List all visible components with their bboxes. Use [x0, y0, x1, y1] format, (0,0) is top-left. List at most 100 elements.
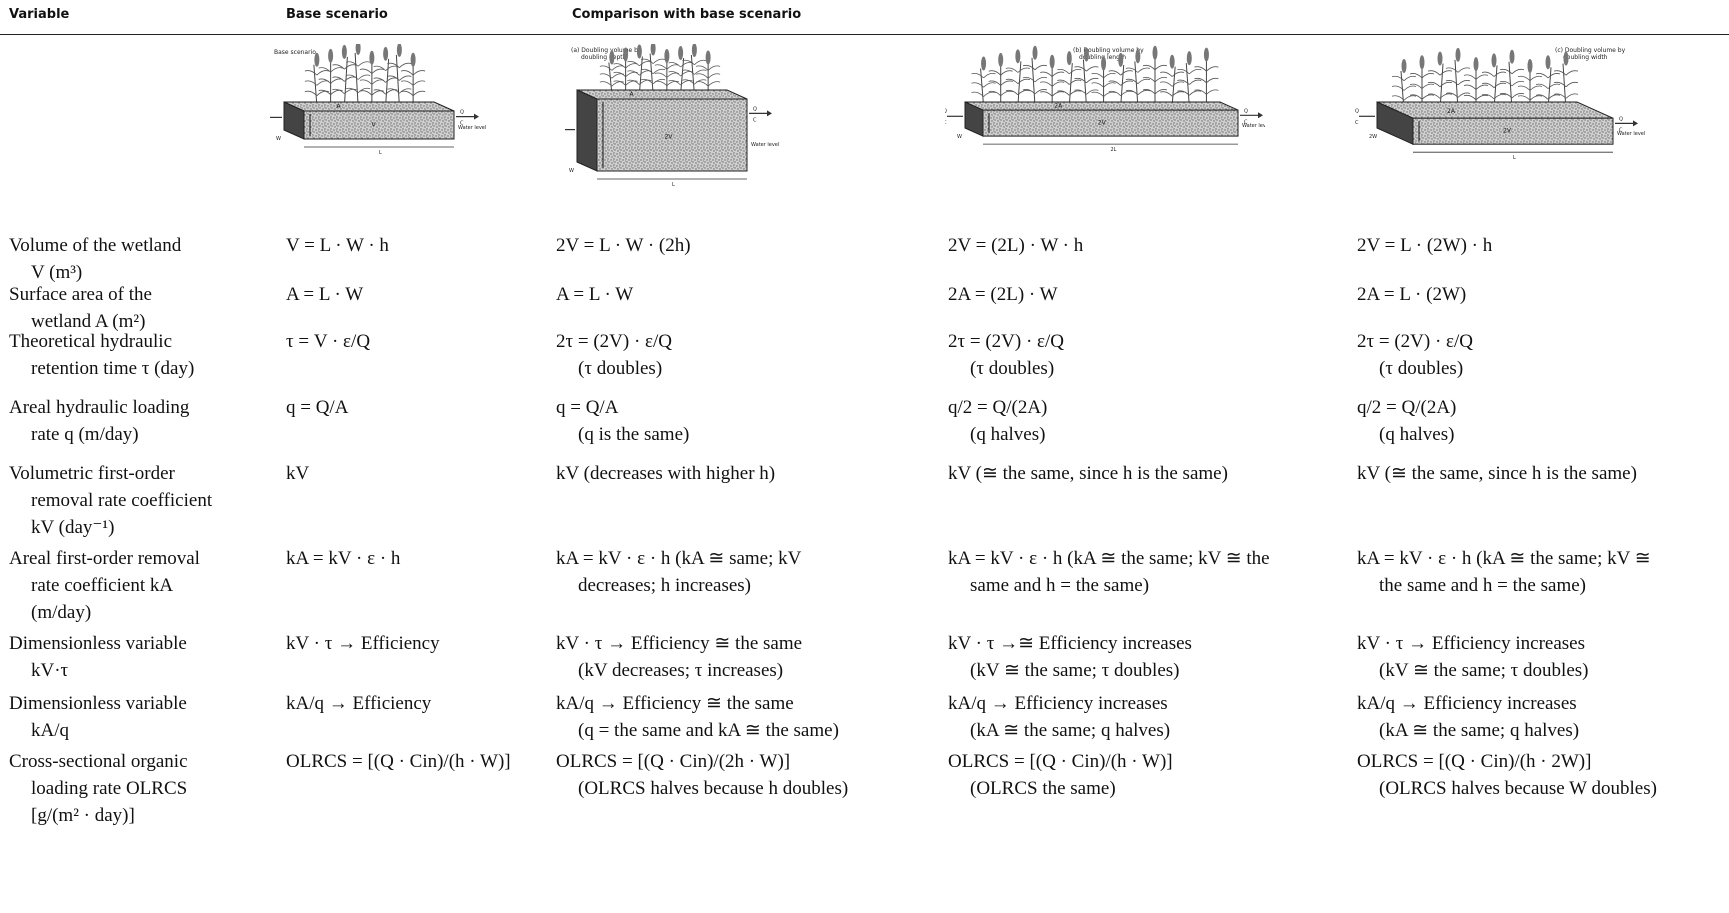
cell-line: kA/q	[31, 720, 69, 741]
cell-a-row-8: kA/q → Efficiency ≅ the same (q = the sam…	[556, 690, 839, 744]
cell-variable-row-4: Areal hydraulic loading rate q (m/day)	[9, 394, 189, 448]
svg-text:L: L	[379, 150, 382, 156]
cell-line: rate q (m/day)	[31, 424, 139, 445]
header-variable: Variable	[9, 7, 70, 22]
svg-text:W: W	[957, 134, 962, 140]
cell-base-row-6: kA = kV · ε · h	[286, 545, 400, 572]
cell-line: (kV decreases; τ increases)	[578, 660, 784, 681]
svg-text:C: C	[1355, 120, 1359, 126]
cell-b-row-3: 2τ = (2V) · ε/Q(τ doubles)	[948, 328, 1064, 382]
cell-variable-row-2: Surface area of the wetland A (m²)	[9, 281, 152, 335]
cell-line: (OLRCS halves because h doubles)	[578, 778, 849, 799]
cell-line: OLRCS = [(Q · Cin)/(2h · W)]	[556, 751, 791, 772]
cell-a-row-7: kV · τ → Efficiency ≅ the same(kV decrea…	[556, 630, 802, 684]
header-base-scenario: Base scenario	[286, 7, 388, 22]
cell-c-row-3: 2τ = (2V) · ε/Q(τ doubles)	[1357, 328, 1473, 382]
svg-text:Water level: Water level	[751, 142, 779, 148]
cell-line: Areal hydraulic loading	[9, 397, 190, 418]
cell-line: kV (decreases with higher h)	[556, 463, 776, 484]
cell-line: kA/q → Efficiency ≅ the same	[556, 693, 794, 714]
svg-text:(b) Doubling volume by: (b) Doubling volume by	[1073, 47, 1144, 54]
cell-base-row-1: V = L · W · h	[286, 232, 389, 259]
cell-line: kV · τ →≅ Efficiency increases	[948, 633, 1192, 654]
cell-line: V = L · W · h	[286, 235, 389, 256]
cell-line: kA/q → Efficiency increases	[1357, 693, 1577, 714]
cell-line: A = L · W	[286, 284, 364, 305]
cell-line: kV · τ → Efficiency increases	[1357, 633, 1585, 654]
cell-line: 2V = L · (2W) · h	[1357, 235, 1493, 256]
cell-a-row-2: A = L · W	[556, 281, 633, 308]
cell-line: kV	[286, 463, 310, 484]
cell-line: kV (day⁻¹)	[31, 517, 115, 538]
cell-line: (q halves)	[970, 424, 1046, 445]
cell-b-row-8: kA/q → Efficiency increases(kA ≅ the sam…	[948, 690, 1170, 744]
cell-b-row-7: kV · τ →≅ Efficiency increases(kV ≅ the …	[948, 630, 1192, 684]
cell-line: kV (≅ the same, since h is the same)	[1357, 463, 1637, 484]
cell-line: Surface area of the	[9, 284, 152, 305]
svg-text:2W: 2W	[1369, 134, 1377, 140]
svg-text:Water level: Water level	[1617, 131, 1645, 137]
cell-line: 2V = (2L) · W · h	[948, 235, 1084, 256]
cell-base-row-2: A = L · W	[286, 281, 363, 308]
cell-line: kA = kV · ε · h (kA ≅ same; kV	[556, 548, 802, 569]
cell-c-row-1: 2V = L · (2W) · h	[1357, 232, 1492, 259]
cell-line: wetland A (m²)	[31, 311, 146, 332]
cell-line: the same and h = the same)	[1379, 575, 1586, 596]
cell-a-row-4: q = Q/A(q is the same)	[556, 394, 689, 448]
cell-line: Volumetric first-order	[9, 463, 175, 484]
svg-text:W: W	[276, 136, 281, 142]
cell-line: OLRCS = [(Q · Cin)/(h · 2W)]	[1357, 751, 1592, 772]
svg-text:C: C	[753, 117, 757, 123]
cell-line: retention time τ (day)	[31, 358, 195, 379]
cell-base-row-4: q = Q/A	[286, 394, 348, 421]
cell-line: OLRCS = [(Q · Cin)/(h · W)]	[286, 751, 511, 772]
cell-line: kV·τ	[31, 660, 69, 681]
cell-b-row-1: 2V = (2L) · W · h	[948, 232, 1083, 259]
svg-text:2L: 2L	[1111, 147, 1117, 153]
cell-line: (kA ≅ the same; q halves)	[1379, 720, 1580, 741]
cell-a-row-9: OLRCS = [(Q · Cin)/(2h · W)] (OLRCS halve…	[556, 748, 848, 802]
svg-text:(c) Doubling volume by: (c) Doubling volume by	[1555, 47, 1626, 54]
cell-line: kA = kV · ε · h (kA ≅ the same; kV ≅ the	[948, 548, 1270, 569]
svg-text:doubling width: doubling width	[1563, 54, 1608, 61]
svg-text:Q: Q	[1355, 108, 1359, 114]
cell-line: q/2 = Q/(2A)	[948, 397, 1048, 418]
cell-line: (τ doubles)	[578, 358, 663, 379]
svg-text:2A: 2A	[1054, 102, 1063, 109]
cell-line: Cross-sectional organic	[9, 751, 188, 772]
cell-line: (OLRCS the same)	[970, 778, 1116, 799]
cell-c-row-4: q/2 = Q/(2A)(q halves)	[1357, 394, 1456, 448]
cell-line: (q halves)	[1379, 424, 1455, 445]
svg-text:C: C	[1619, 127, 1623, 133]
cell-b-row-6: kA = kV · ε · h (kA ≅ the same; kV ≅ the…	[948, 545, 1270, 599]
svg-text:W: W	[569, 168, 574, 174]
cell-c-row-6: kA = kV · ε · h (kA ≅ the same; kV ≅ the …	[1357, 545, 1651, 599]
cell-line: τ = V · ε/Q	[286, 331, 371, 352]
cell-line: (τ doubles)	[970, 358, 1055, 379]
cell-b-row-9: OLRCS = [(Q · Cin)/(h · W)](OLRCS the sa…	[948, 748, 1173, 802]
svg-text:A: A	[337, 103, 342, 110]
cell-line: kA = kV · ε · h (kA ≅ the same; kV ≅	[1357, 548, 1651, 569]
cell-c-row-8: kA/q → Efficiency increases (kA ≅ the sam…	[1357, 690, 1579, 744]
header-rule	[0, 34, 1729, 35]
cell-base-row-8: kA/q → Efficiency	[286, 690, 431, 717]
cell-line: (q = the same and kA ≅ the same)	[578, 720, 839, 741]
cell-line: Volume of the wetland	[9, 235, 182, 256]
cell-b-row-5: kV (≅ the same, since h is the same)	[948, 460, 1228, 487]
cell-line: Areal first-order removal	[9, 548, 200, 569]
cell-line: (OLRCS halves because W doubles)	[1379, 778, 1657, 799]
cell-a-row-1: 2V = L · W · (2h)	[556, 232, 691, 259]
cell-base-row-5: kV	[286, 460, 309, 487]
cell-line: (kV ≅ the same; τ doubles)	[1379, 660, 1589, 681]
cell-line: (m/day)	[31, 602, 92, 623]
cell-line: 2V = L · W · (2h)	[556, 235, 691, 256]
cell-line: 2τ = (2V) · ε/Q	[556, 331, 673, 352]
cell-a-row-5: kV (decreases with higher h)	[556, 460, 775, 487]
